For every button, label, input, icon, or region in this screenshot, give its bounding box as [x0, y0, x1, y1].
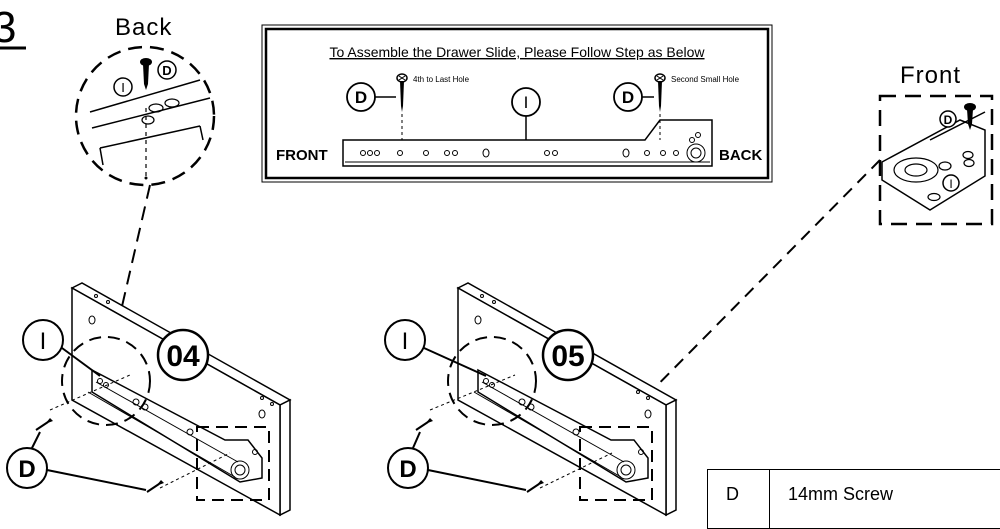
- instruction-box: To Assemble the Drawer Slide, Please Fol…: [261, 24, 773, 183]
- leader-line: [119, 184, 151, 316]
- step-04-badge: 04: [166, 340, 200, 373]
- panel-step-05: 05 I D: [384, 282, 678, 517]
- drawer-slide: [91, 368, 263, 483]
- screw-left-note: 4th to Last Hole: [413, 75, 470, 84]
- screw-icon: [140, 58, 152, 90]
- panel-right-part-d: D: [399, 456, 416, 483]
- panel-left-part-d: D: [18, 456, 35, 483]
- parts-legend-id: D: [708, 470, 770, 528]
- back-detail-circle: [74, 45, 216, 187]
- panel-right-part-i: I: [402, 328, 409, 355]
- front-detail: Front D I: [614, 62, 994, 429]
- step-number: 3: [0, 3, 16, 52]
- leader-line: [614, 159, 881, 429]
- front-detail-part-d: D: [944, 113, 953, 127]
- screw-icon: [964, 103, 976, 130]
- panel-left-part-i: I: [40, 328, 47, 355]
- drawer-slide: [342, 119, 713, 167]
- panel-step-04: 04 I D: [6, 282, 292, 517]
- screw-right-note: Second Small Hole: [671, 75, 740, 84]
- instruction-screw-right-label: D: [622, 88, 634, 107]
- step-number-label: 3: [0, 3, 26, 52]
- screw-icon: [415, 417, 434, 431]
- screw-icon: [526, 479, 545, 493]
- back-detail-part-i: I: [121, 80, 125, 95]
- drawer-slide: [477, 368, 649, 483]
- back-label: BACK: [719, 147, 762, 164]
- step-05-badge: 05: [551, 340, 584, 373]
- parts-legend-description: 14mm Screw: [788, 484, 894, 504]
- front-detail-box: [878, 94, 994, 226]
- screw-icon: [35, 417, 54, 431]
- back-detail-title: Back: [115, 14, 172, 41]
- front-detail-title: Front: [900, 62, 961, 89]
- instruction-title: To Assemble the Drawer Slide, Please Fol…: [329, 44, 705, 60]
- instruction-slide-label: I: [524, 93, 529, 112]
- back-detail: Back I D: [74, 14, 216, 316]
- parts-legend: D 14mm Screw: [707, 469, 1000, 529]
- assembly-diagram: 3 Back I D To Assemble the Drawer Slide,…: [0, 3, 994, 517]
- front-label: FRONT: [276, 147, 328, 164]
- back-detail-part-d: D: [162, 63, 171, 78]
- instruction-screw-left-label: D: [355, 88, 367, 107]
- screw-icon: [146, 479, 165, 493]
- front-detail-part-i: I: [949, 177, 952, 191]
